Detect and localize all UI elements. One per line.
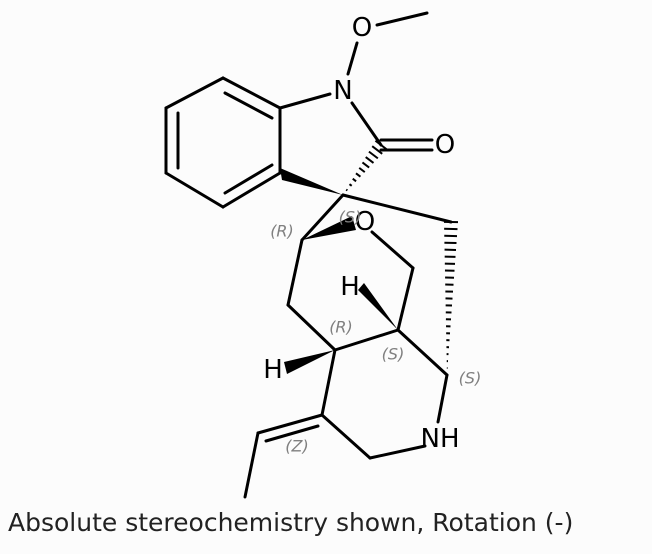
atom-o-ether: O xyxy=(355,207,375,237)
stereo-label: (Z) xyxy=(285,437,308,456)
atom-n1: N xyxy=(333,76,352,106)
atom-h2: H xyxy=(263,355,283,385)
hashed-wedge-stroke xyxy=(371,145,383,155)
hashed-wedge-stroke xyxy=(352,177,357,183)
stereo-label: (R) xyxy=(270,222,294,241)
stereo-label: (S) xyxy=(459,369,482,388)
hashed-wedge-stroke xyxy=(365,156,375,164)
stereo-label: (R) xyxy=(329,318,353,337)
hashed-wedge-stroke xyxy=(361,161,370,169)
atom-h1: H xyxy=(340,272,360,302)
bonds xyxy=(164,11,459,499)
hashed-wedge-stroke xyxy=(355,172,362,178)
caption: Absolute stereochemistry shown, Rotation… xyxy=(8,508,574,537)
hashed-wedge-stroke xyxy=(368,150,379,160)
hashed-wedge-stroke xyxy=(345,188,348,192)
stereo-label: (S) xyxy=(382,345,405,364)
atom-nh: NH xyxy=(421,424,460,454)
stereo-label: (S) xyxy=(339,208,362,227)
atom-o-carbonyl: O xyxy=(435,130,455,160)
hashed-wedge-stroke xyxy=(348,183,353,187)
hashed-wedge-stroke xyxy=(358,167,366,173)
atom-o-methoxy: O xyxy=(352,13,372,43)
hashed-wedge-stroke xyxy=(374,139,388,151)
